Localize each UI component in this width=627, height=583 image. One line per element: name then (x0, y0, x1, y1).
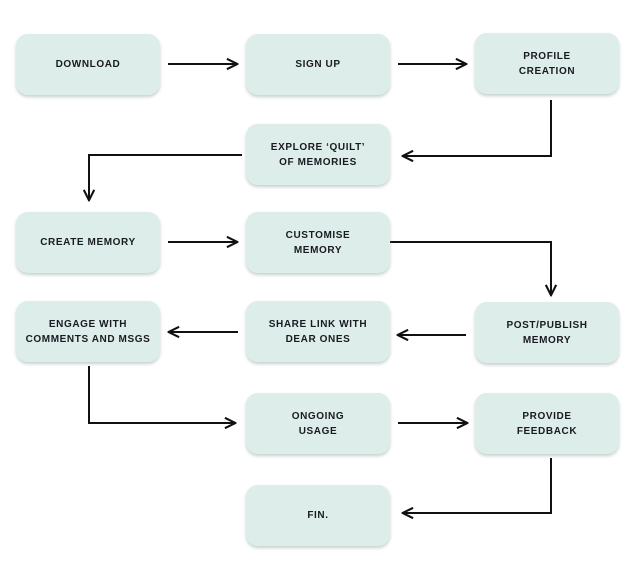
edge-engage-to-ongoing (88, 366, 234, 423)
edge-feedback-to-fin (404, 458, 552, 513)
flow-node-fin: FIN. (246, 485, 390, 546)
flow-node-share-link: SHARE LINK WITH DEAR ONES (246, 301, 390, 362)
flow-node-profile-creation: PROFILE CREATION (475, 33, 619, 94)
flow-node-download: DOWNLOAD (16, 34, 160, 95)
flow-node-customise-memory: CUSTOMISE MEMORY (246, 212, 390, 273)
edge-customise-to-post (390, 241, 551, 294)
flow-node-explore-quilt: EXPLORE ‘QUILT’ OF MEMORIES (246, 124, 390, 185)
flow-node-sign-up: SIGN UP (246, 34, 390, 95)
edge-profile-to-explore (404, 100, 552, 156)
flow-node-ongoing-usage: ONGOING USAGE (246, 393, 390, 454)
flow-node-provide-feedback: PROVIDE FEEDBACK (475, 393, 619, 454)
edge-explore-to-create (89, 154, 242, 199)
flow-node-create-memory: CREATE MEMORY (16, 212, 160, 273)
flow-node-post-publish: POST/PUBLISH MEMORY (475, 302, 619, 363)
flow-node-engage-comments: ENGAGE WITH COMMENTS AND MSGS (16, 301, 160, 362)
